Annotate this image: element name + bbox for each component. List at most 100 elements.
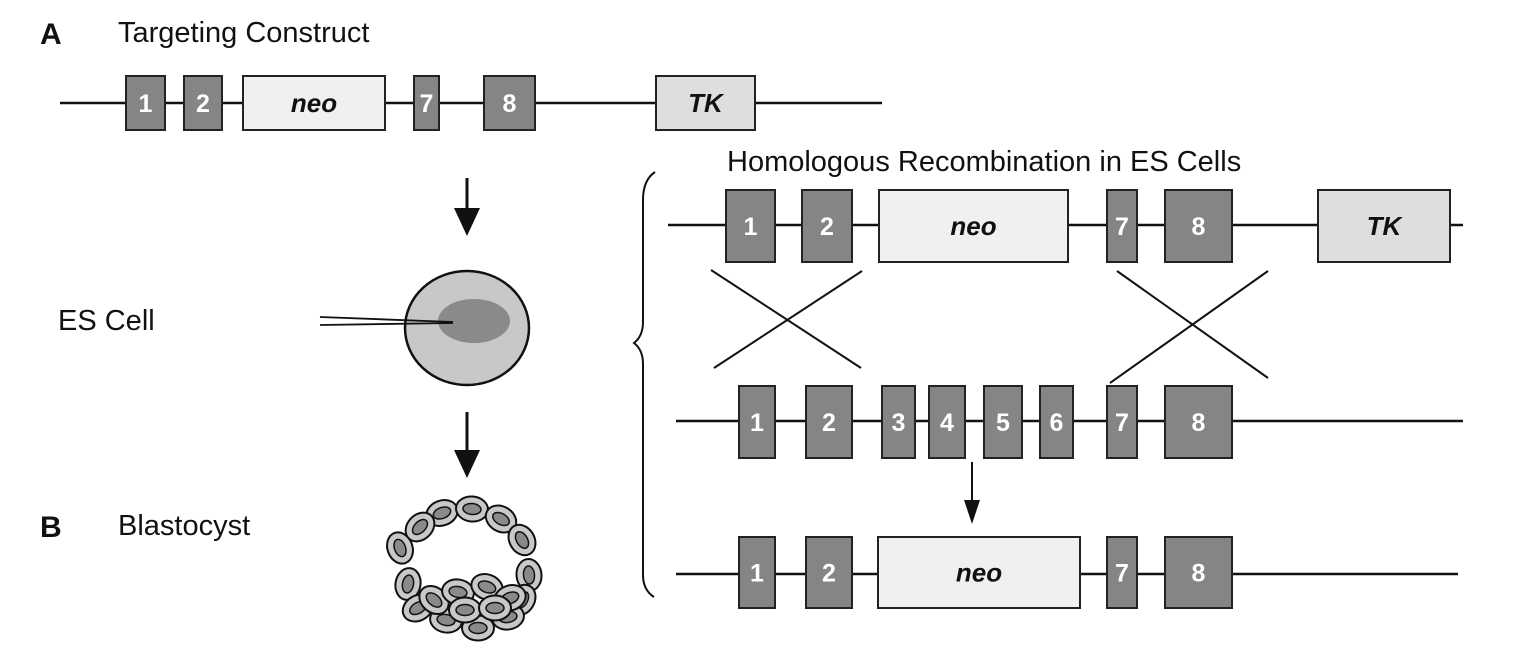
exon-3: 3 bbox=[881, 385, 916, 459]
marker-box bbox=[878, 189, 1069, 263]
exon-6: 6 bbox=[1039, 385, 1074, 459]
exon-label: 1 bbox=[744, 213, 758, 241]
exon-box bbox=[928, 385, 966, 459]
exon-box bbox=[125, 75, 166, 131]
recombination-title: Homologous Recombination in ES Cells bbox=[727, 146, 1241, 178]
exon-1: 1 bbox=[738, 385, 776, 459]
exon-label: 8 bbox=[503, 90, 517, 118]
exon-box bbox=[801, 189, 853, 263]
exon-box bbox=[881, 385, 916, 459]
marker-label: neo bbox=[950, 211, 996, 241]
targeting-construct-row: 1 2 neo 7 8 TK bbox=[60, 75, 882, 131]
exon-2: 2 bbox=[805, 536, 853, 609]
exon-label: 6 bbox=[1050, 409, 1064, 437]
blastocyst-cell bbox=[386, 531, 414, 565]
blastocyst-label: Blastocyst bbox=[118, 510, 250, 542]
exon-2: 2 bbox=[183, 75, 223, 131]
blastocyst-cell bbox=[484, 504, 518, 534]
marker-label: neo bbox=[291, 88, 337, 118]
exon-label: 2 bbox=[196, 90, 210, 118]
blastocyst-illustration bbox=[386, 495, 543, 642]
exon-label: 1 bbox=[139, 90, 153, 118]
recombination-construct-row: 1 2 neo 7 8 TK bbox=[668, 189, 1463, 263]
blastocyst-cell bbox=[455, 495, 489, 523]
exon-label: 7 bbox=[1115, 213, 1129, 241]
marker-box bbox=[1317, 189, 1451, 263]
targeting-construct-title: Targeting Construct bbox=[118, 17, 369, 49]
es-cell-illustration bbox=[319, 269, 531, 387]
exon-8: 8 bbox=[483, 75, 536, 131]
exon-box bbox=[738, 536, 776, 609]
exon-2: 2 bbox=[801, 189, 853, 263]
arrow-replacement bbox=[964, 462, 980, 524]
exon-box bbox=[1164, 536, 1233, 609]
exon-box bbox=[1039, 385, 1074, 459]
grouping-brace bbox=[632, 171, 656, 598]
exon-1: 1 bbox=[725, 189, 776, 263]
marker-label: neo bbox=[956, 558, 1002, 588]
marker-box bbox=[877, 536, 1081, 609]
arrow-es-cell-to-blastocyst bbox=[454, 412, 480, 478]
marker-neo: neo bbox=[878, 189, 1069, 263]
targeted-locus-row: 1 2 neo 7 8 bbox=[676, 536, 1458, 609]
exon-label: 8 bbox=[1192, 213, 1206, 241]
exon-1: 1 bbox=[738, 536, 776, 609]
marker-neo: neo bbox=[242, 75, 386, 131]
panel-b-label: B bbox=[40, 511, 62, 544]
injection-pipette-icon bbox=[319, 316, 454, 326]
exon-label: 1 bbox=[750, 560, 764, 588]
exon-box bbox=[413, 75, 440, 131]
exon-box bbox=[483, 75, 536, 131]
es-cell-label: ES Cell bbox=[58, 305, 155, 337]
marker-tk: TK bbox=[1317, 189, 1451, 263]
exon-box bbox=[183, 75, 223, 131]
exon-label: 8 bbox=[1192, 409, 1206, 437]
exon-label: 2 bbox=[820, 213, 834, 241]
crossover-left bbox=[710, 269, 863, 369]
exon-8: 8 bbox=[1164, 189, 1233, 263]
marker-label: TK bbox=[688, 88, 725, 118]
blastocyst-cell bbox=[507, 523, 537, 557]
exon-label: 2 bbox=[822, 409, 836, 437]
blastocyst-cell bbox=[404, 511, 436, 543]
exon-label: 8 bbox=[1192, 560, 1206, 588]
exon-label: 3 bbox=[892, 409, 906, 437]
exon-box bbox=[805, 536, 853, 609]
exon-label: 1 bbox=[750, 409, 764, 437]
exon-label: 2 bbox=[822, 560, 836, 588]
panel-a-label: A bbox=[40, 18, 62, 51]
exon-label: 7 bbox=[1115, 560, 1129, 588]
es-cell-nucleus bbox=[438, 299, 510, 343]
exon-7: 7 bbox=[1106, 385, 1138, 459]
exon-4: 4 bbox=[928, 385, 966, 459]
marker-tk: TK bbox=[655, 75, 756, 131]
exon-box bbox=[1164, 189, 1233, 263]
exon-box bbox=[805, 385, 853, 459]
marker-neo: neo bbox=[877, 536, 1081, 609]
exon-8: 8 bbox=[1164, 536, 1233, 609]
blastocyst-cell bbox=[448, 596, 482, 624]
exon-box bbox=[1106, 385, 1138, 459]
exon-label: 7 bbox=[420, 90, 434, 118]
blastocyst-cell bbox=[478, 594, 512, 622]
exon-box bbox=[725, 189, 776, 263]
exon-8: 8 bbox=[1164, 385, 1233, 459]
blastocyst-cell bbox=[394, 567, 422, 601]
marker-box bbox=[242, 75, 386, 131]
marker-box bbox=[655, 75, 756, 131]
exon-1: 1 bbox=[125, 75, 166, 131]
exon-7: 7 bbox=[1106, 536, 1138, 609]
exon-box bbox=[738, 385, 776, 459]
exon-box bbox=[1106, 189, 1138, 263]
exon-box bbox=[983, 385, 1023, 459]
crossover-right bbox=[1109, 270, 1269, 384]
exon-2: 2 bbox=[805, 385, 853, 459]
exon-7: 7 bbox=[1106, 189, 1138, 263]
exon-label: 5 bbox=[996, 409, 1010, 437]
exon-label: 7 bbox=[1115, 409, 1129, 437]
exon-box bbox=[1164, 385, 1233, 459]
arrow-construct-to-es-cell bbox=[454, 178, 480, 236]
exon-7: 7 bbox=[413, 75, 440, 131]
exon-box bbox=[1106, 536, 1138, 609]
